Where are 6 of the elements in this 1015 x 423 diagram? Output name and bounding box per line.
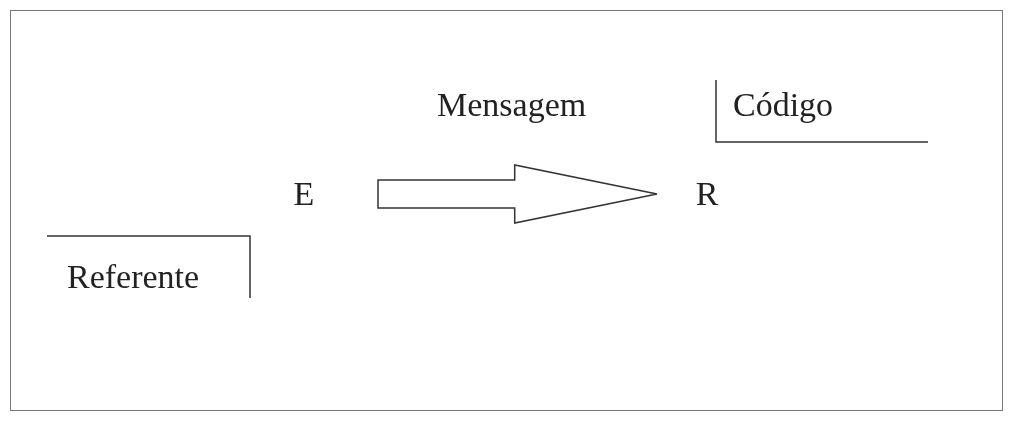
block-arrow	[377, 164, 658, 224]
edge-label: Mensagem	[437, 88, 587, 122]
node-label: R	[695, 177, 719, 211]
node-label: E	[293, 177, 315, 211]
text-label: Código	[733, 88, 834, 122]
text-label: Referente	[67, 260, 200, 294]
